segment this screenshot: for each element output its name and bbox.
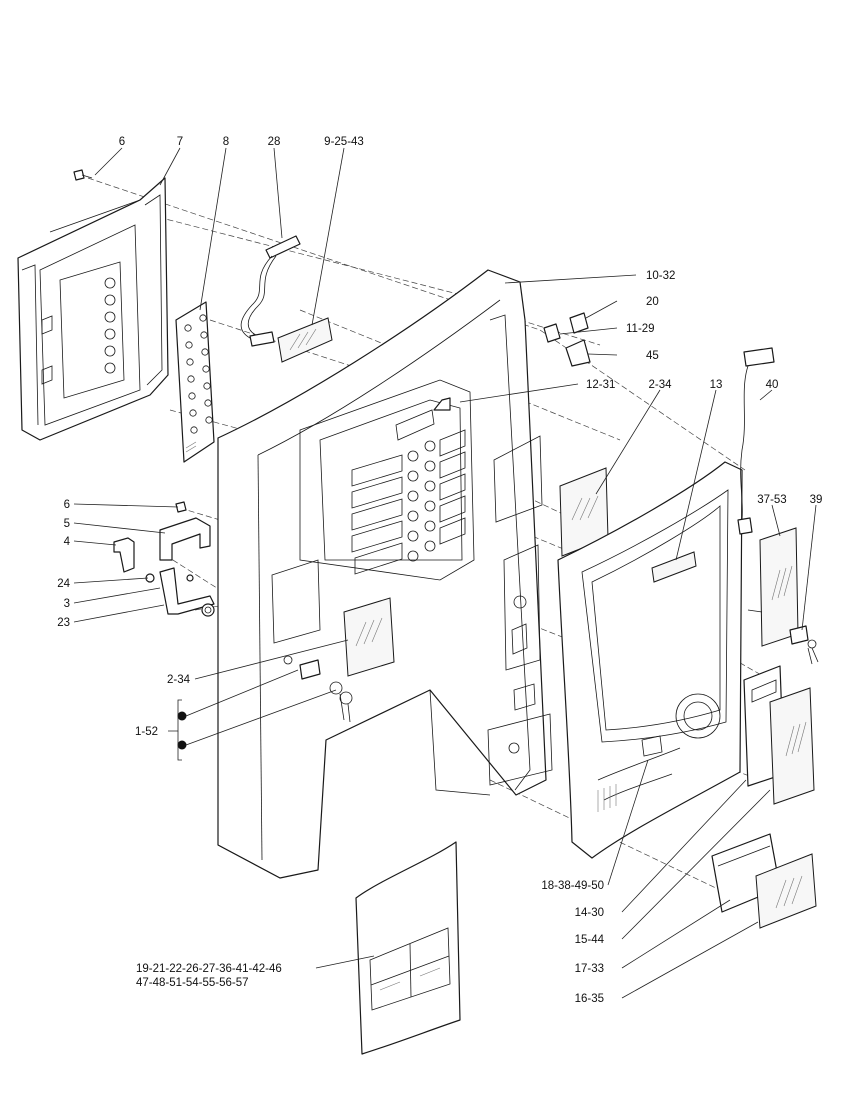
small-parts-20-11-29-45 xyxy=(543,312,591,367)
display-window-part-9-25-43 xyxy=(277,317,333,363)
label-10-32: 10-32 xyxy=(646,270,675,282)
label-6-mid: 6 xyxy=(64,499,70,511)
label-6-top: 6 xyxy=(119,136,125,148)
label-9-25-43: 9-25-43 xyxy=(324,136,364,148)
cabinet-front-part-10-32 xyxy=(217,269,553,879)
panels-part-14-30-15-44 xyxy=(743,665,815,805)
label-28: 28 xyxy=(268,136,281,148)
label-2-34-top: 2-34 xyxy=(648,379,672,391)
leader-lines xyxy=(73,147,817,999)
label-37-53: 37-53 xyxy=(757,494,786,506)
button-board-part-8 xyxy=(175,301,215,463)
label-window-part-13 xyxy=(651,551,697,583)
label-40: 40 xyxy=(766,379,779,391)
cable-part-40 xyxy=(737,347,775,535)
glass-part-2-34-middle xyxy=(343,597,395,677)
label-17-33: 17-33 xyxy=(575,963,604,975)
label-24: 24 xyxy=(57,578,70,590)
label-14-30: 14-30 xyxy=(575,907,604,919)
label-45: 45 xyxy=(646,350,659,362)
label-2-34-mid: 2-34 xyxy=(167,674,191,686)
accessory-bag xyxy=(355,841,461,1055)
panels-part-17-33-16-35 xyxy=(711,833,817,929)
keys-part-1-52 xyxy=(177,681,353,750)
label-39: 39 xyxy=(810,494,823,506)
label-5: 5 xyxy=(64,518,70,530)
label-11-29: 11-29 xyxy=(626,323,655,335)
part-number-labels: 6 7 8 28 9-25-43 10-32 20 11-29 45 12-31… xyxy=(57,136,822,1005)
label-15-44: 15-44 xyxy=(575,934,605,946)
screw-part-6-top xyxy=(73,169,93,181)
bracket-parts-5-4-23 xyxy=(113,501,215,617)
label-3: 3 xyxy=(64,598,70,610)
label-4: 4 xyxy=(64,536,71,548)
label-20: 20 xyxy=(646,296,659,308)
label-13: 13 xyxy=(710,379,723,391)
label-bag-line-2: 47-48-51-54-55-56-57 xyxy=(136,977,249,989)
label-1-52: 1-52 xyxy=(135,726,158,738)
bullet-marker xyxy=(177,740,187,750)
label-8: 8 xyxy=(223,136,229,148)
label-bag-line-1: 19-21-22-26-27-36-41-42-46 xyxy=(136,963,282,975)
label-12-31: 12-31 xyxy=(586,379,615,391)
label-18-38-49-50: 18-38-49-50 xyxy=(541,880,604,892)
side-panel-part-37-53 xyxy=(747,527,799,647)
rear-panel-part-7 xyxy=(17,177,169,441)
label-23: 23 xyxy=(57,617,70,629)
label-7: 7 xyxy=(177,136,183,148)
wire-harness-part-28 xyxy=(240,235,301,347)
label-16-35: 16-35 xyxy=(575,993,604,1005)
front-door-part-18-38-49-50 xyxy=(557,461,743,859)
bullet-marker xyxy=(177,711,187,721)
lock-part-39 xyxy=(789,625,819,665)
